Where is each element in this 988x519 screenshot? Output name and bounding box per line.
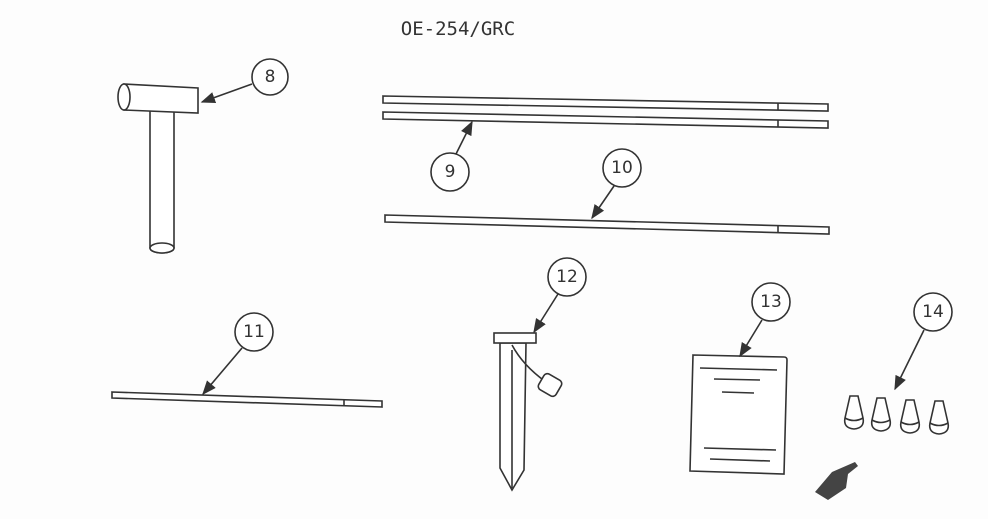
ground-stake xyxy=(493,332,563,492)
hammer xyxy=(117,83,199,254)
rod xyxy=(111,391,383,408)
svg-text:8: 8 xyxy=(265,67,276,87)
svg-text:11: 11 xyxy=(243,322,265,342)
mast-section xyxy=(384,214,830,235)
caps xyxy=(843,395,950,435)
svg-text:13: 13 xyxy=(760,292,782,312)
callout-10: 10 xyxy=(591,148,642,220)
manual xyxy=(689,354,788,475)
svg-text:10: 10 xyxy=(611,158,633,178)
callout-13: 13 xyxy=(739,282,791,358)
hand-mark xyxy=(815,462,858,500)
callout-11: 11 xyxy=(202,312,274,396)
svg-text:14: 14 xyxy=(922,302,944,322)
callout-14: 14 xyxy=(894,292,953,391)
mast-sections xyxy=(382,95,829,129)
svg-text:9: 9 xyxy=(445,162,456,182)
callout-12: 12 xyxy=(533,257,587,334)
diagram-title: OE-254/GRC xyxy=(401,18,515,40)
svg-text:12: 12 xyxy=(556,267,578,287)
callout-9: 9 xyxy=(430,120,473,192)
callout-8: 8 xyxy=(200,58,289,104)
